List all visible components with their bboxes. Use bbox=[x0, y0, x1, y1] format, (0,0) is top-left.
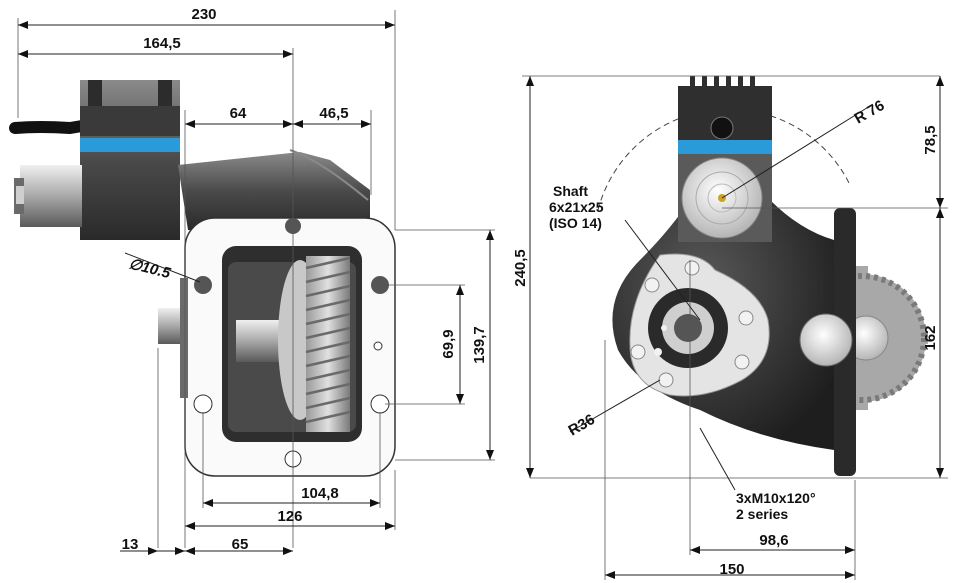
hole-diameter-label: ∅10.5 bbox=[127, 255, 173, 282]
dim-126-label: 126 bbox=[277, 508, 302, 525]
solenoid bbox=[14, 165, 82, 227]
dim-139-label: 139,7 bbox=[471, 326, 488, 364]
dim-164-label: 164,5 bbox=[143, 35, 181, 52]
dim-104-label: 104,8 bbox=[301, 485, 339, 502]
dim-69-label: 69,9 bbox=[440, 329, 457, 358]
dim-78-label: 78,5 bbox=[922, 125, 939, 154]
dim-98-label: 98,6 bbox=[759, 532, 788, 549]
r76-leader bbox=[721, 105, 871, 199]
right-view: R 76 78,5 240,5 162 R36 98,6 150 Shaft 6… bbox=[512, 75, 948, 580]
top-connector bbox=[678, 76, 772, 154]
shaft-leader bbox=[624, 219, 701, 321]
connector-band bbox=[80, 138, 180, 152]
dim-230-label: 230 bbox=[191, 6, 216, 23]
dim-13-label: 13 bbox=[122, 536, 139, 553]
dim-64-label: 64 bbox=[230, 105, 247, 122]
gear-window bbox=[222, 246, 362, 442]
shaft-note-line-2: 6x21x25 bbox=[549, 199, 604, 215]
r36-leader bbox=[569, 379, 661, 433]
upper-housing bbox=[178, 152, 370, 230]
output-shaft-stub bbox=[158, 308, 182, 344]
shaft-note-line-3: (ISO 14) bbox=[549, 215, 602, 231]
shaft-note: Shaft 6x21x25 (ISO 14) bbox=[549, 183, 604, 231]
dim-150-label: 150 bbox=[719, 561, 744, 578]
cable bbox=[9, 120, 88, 135]
dim-240-label: 240,5 bbox=[512, 249, 529, 287]
bolt-note-line-1: 3xM10x120° bbox=[736, 490, 816, 506]
dim-65-label: 65 bbox=[232, 536, 249, 553]
dim-r76-label: R 76 bbox=[852, 97, 888, 128]
bolt-note-line-2: 2 series bbox=[736, 506, 788, 522]
bolt-note: 3xM10x120° 2 series bbox=[736, 490, 816, 522]
flange-bolts bbox=[630, 260, 754, 388]
bolt-leader bbox=[699, 427, 736, 491]
dim-162-label: 162 bbox=[922, 325, 939, 350]
connector-band bbox=[678, 140, 772, 154]
dim-r36-label: R36 bbox=[566, 411, 598, 439]
shaft-note-line-1: Shaft bbox=[553, 183, 588, 199]
helical-gear bbox=[305, 256, 351, 432]
sensor-connector bbox=[80, 80, 180, 240]
hole-leader bbox=[124, 252, 201, 283]
left-view: 230 164,5 64 46,5 ∅10.5 69,9 139,7 104,8… bbox=[9, 6, 495, 555]
dim-46-label: 46,5 bbox=[319, 105, 348, 122]
